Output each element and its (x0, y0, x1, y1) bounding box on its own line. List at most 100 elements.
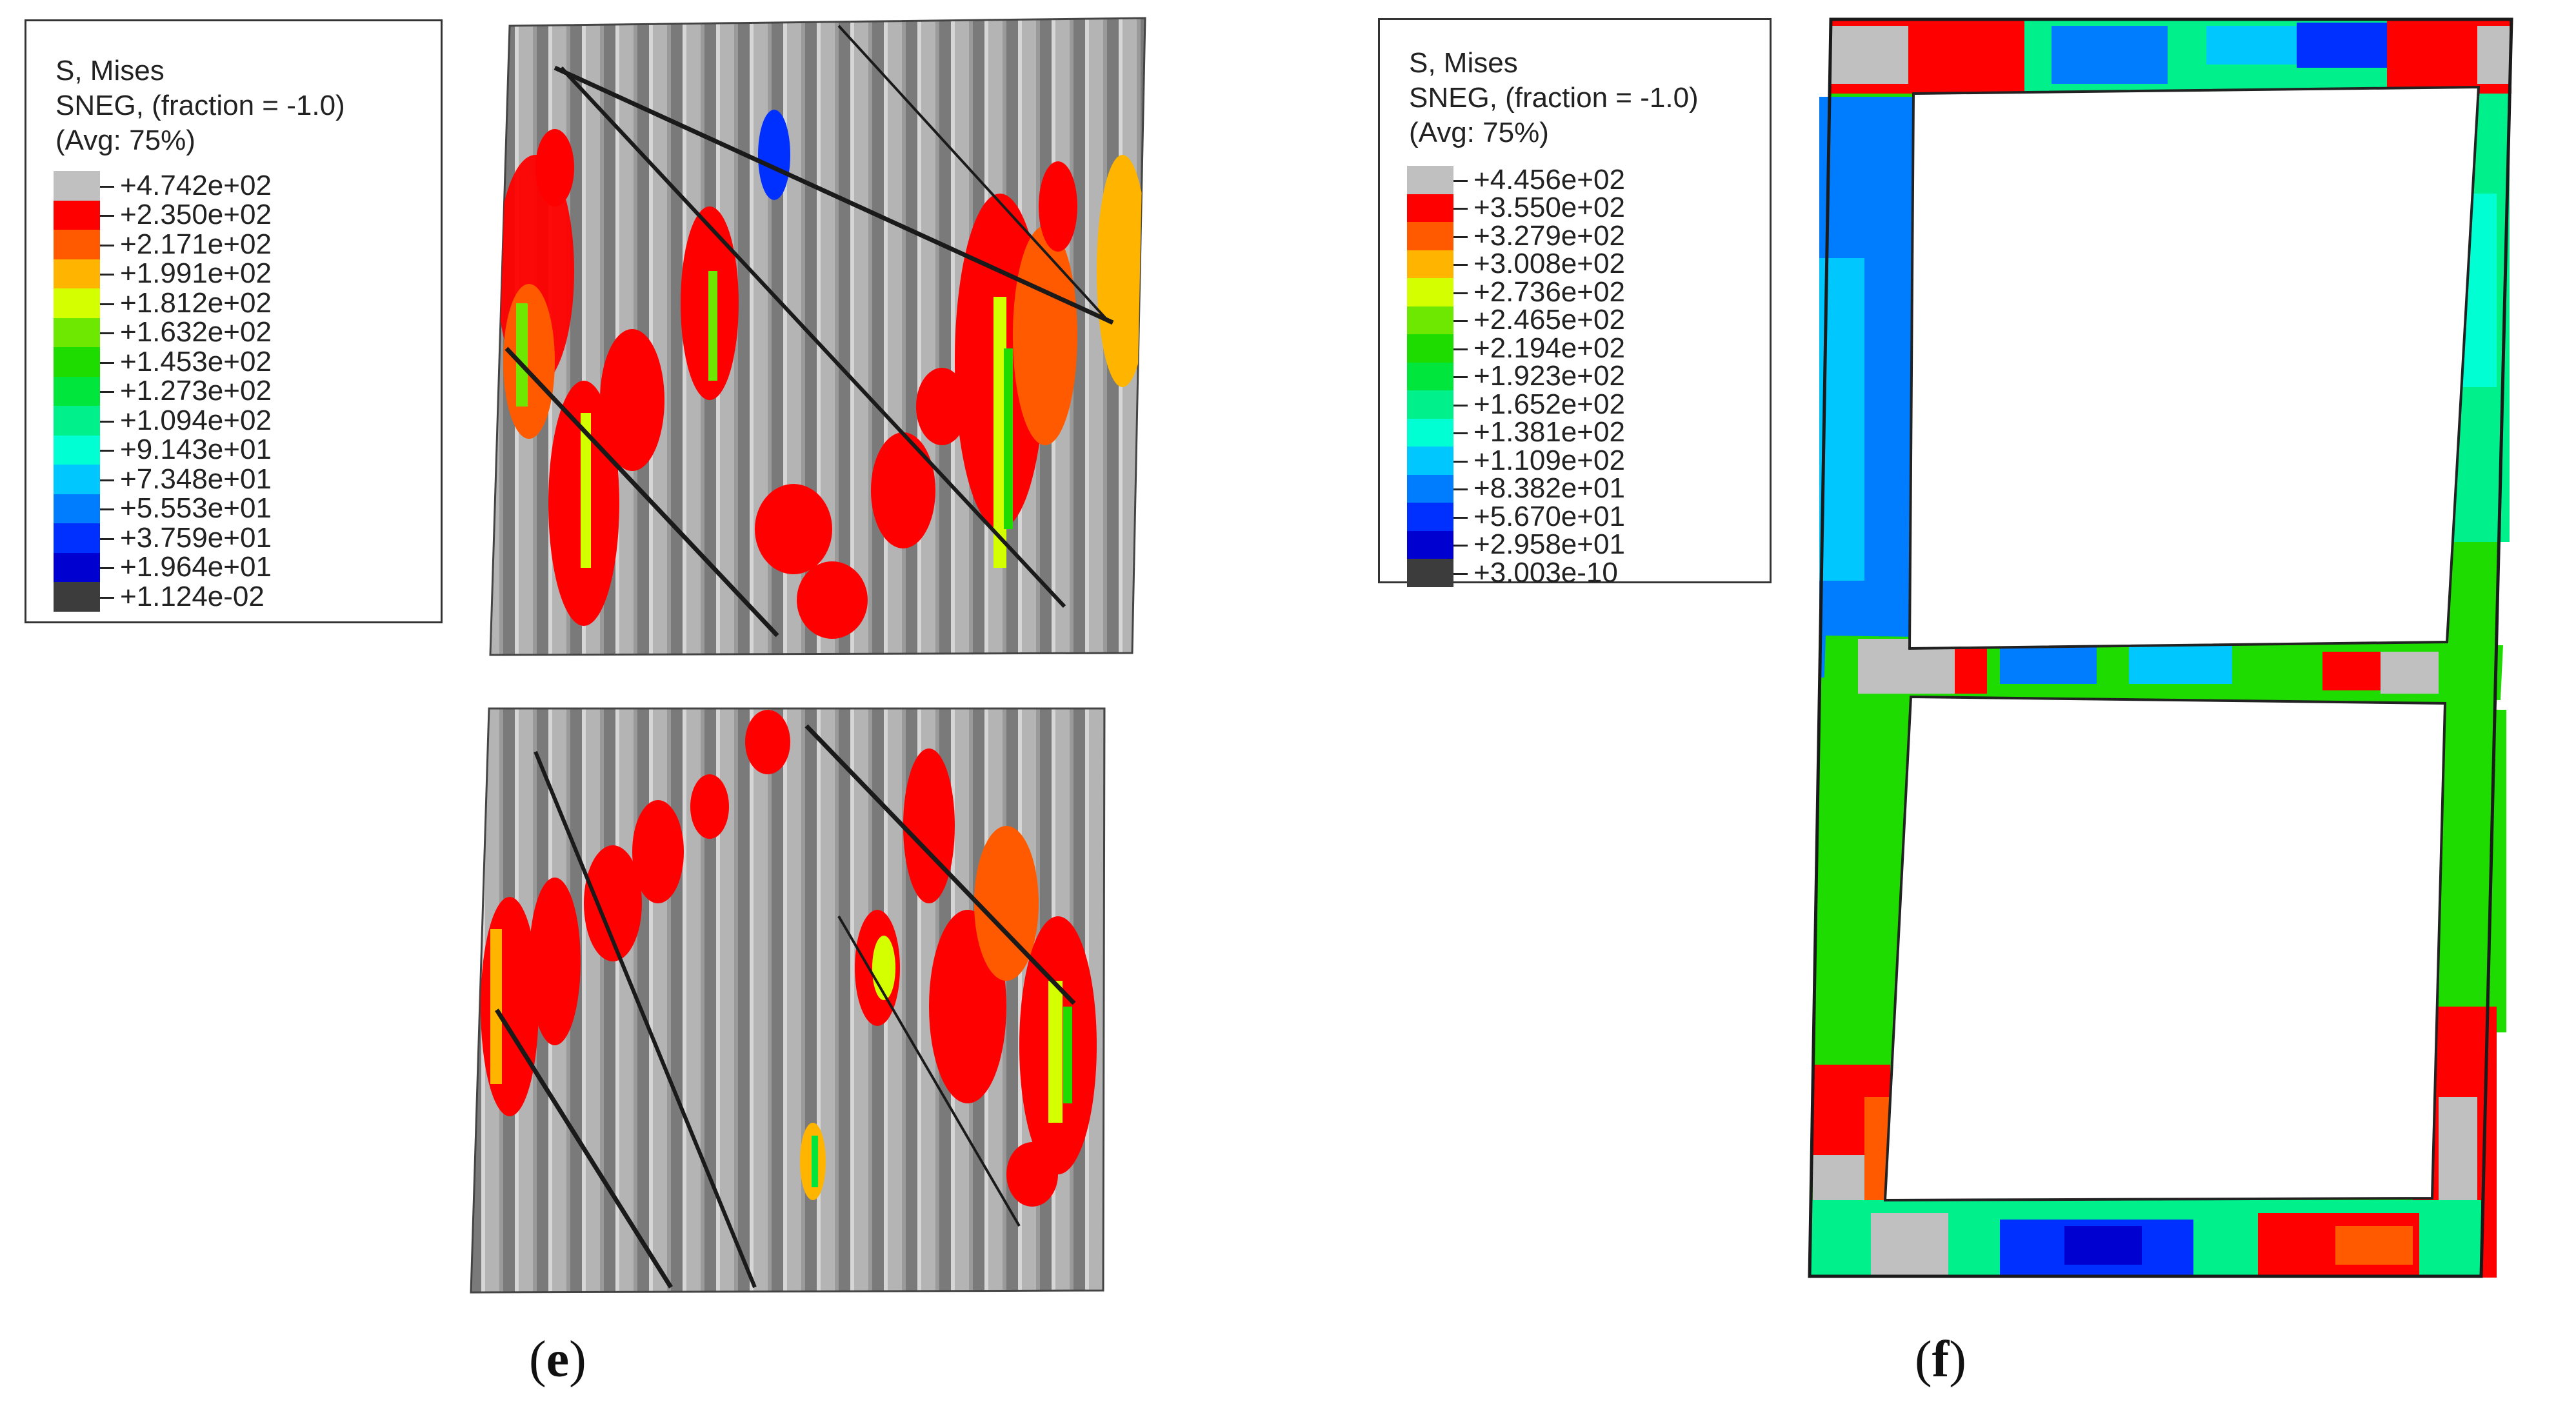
legend-swatch (54, 171, 100, 201)
caption-e: (e) (529, 1331, 586, 1389)
legend-tick (100, 420, 114, 423)
legend-tick (100, 244, 114, 246)
legend-swatch (1407, 362, 1453, 390)
legend-value: +2.350e+02 (120, 199, 272, 231)
legend-swatch (1407, 250, 1453, 278)
legend-value: +3.759e+01 (120, 521, 272, 554)
steel-frame (1808, 17, 2513, 1278)
legend-value: +2.736e+02 (1473, 276, 1625, 308)
legend-value: +1.652e+02 (1473, 388, 1625, 420)
stress-contours-bottom (481, 710, 1097, 1207)
legend-swatch (1407, 278, 1453, 306)
legend-value: +1.453e+02 (120, 345, 272, 377)
legend-swatch (54, 230, 100, 259)
legend-value: +8.382e+01 (1473, 472, 1625, 505)
legend-tick (1453, 404, 1468, 407)
legend-value: +5.670e+01 (1473, 500, 1625, 532)
legend-f: S, Mises SNEG, (fraction = -1.0) (Avg: 7… (1378, 18, 1772, 587)
legend-swatch (1407, 222, 1453, 250)
legend-value: +1.812e+02 (120, 286, 272, 319)
legend-swatch (1407, 418, 1453, 447)
legend-tick (1453, 432, 1468, 435)
legend-swatch (1407, 530, 1453, 559)
legend-tick (1453, 572, 1468, 575)
legend-value: +1.923e+02 (1473, 360, 1625, 392)
legend-swatch (1407, 334, 1453, 363)
legend-tick (100, 215, 114, 217)
legend-value: +1.632e+02 (120, 316, 272, 348)
legend-value: +1.991e+02 (120, 257, 272, 290)
legend-value: +3.550e+02 (1473, 192, 1625, 224)
legend-swatch (1407, 166, 1453, 194)
legend-value: +1.964e+01 (120, 551, 272, 583)
legend-tick (100, 274, 114, 276)
legend-f-avg: (Avg: 75%) (1409, 117, 1549, 148)
legend-e-subtitle: SNEG, (fraction = -1.0) (55, 90, 345, 121)
legend-value: +3.279e+02 (1473, 219, 1625, 252)
caption-f-letter: f (1932, 1331, 1950, 1388)
caption-f-close: ) (1949, 1331, 1966, 1388)
legend-swatch (1407, 390, 1453, 419)
legend-f-subtitle: SNEG, (fraction = -1.0) (1409, 82, 1699, 114)
legend-swatch (1407, 306, 1453, 334)
legend-value: +3.003e-10 (1473, 556, 1618, 588)
legend-value: +1.109e+02 (1473, 444, 1625, 476)
legend-tick (100, 450, 114, 452)
legend-value: +4.456e+02 (1473, 163, 1625, 196)
legend-e-avg: (Avg: 75%) (55, 125, 195, 156)
legend-value: +9.143e+01 (120, 434, 272, 466)
caption-e-open: ( (529, 1331, 546, 1388)
legend-swatch (54, 317, 100, 347)
legend-swatch (1407, 474, 1453, 503)
legend-value: +1.124e-02 (120, 580, 265, 612)
legend-tick (1453, 460, 1468, 463)
caption-f-open: ( (1915, 1331, 1932, 1388)
legend-tick (1453, 320, 1468, 323)
legend-swatch (54, 376, 100, 406)
legend-tick (100, 537, 114, 540)
legend-swatch (54, 582, 100, 612)
legend-tick (1453, 348, 1468, 350)
legend-value: +2.465e+02 (1473, 304, 1625, 336)
legend-value: +2.194e+02 (1473, 332, 1625, 364)
legend-value: +2.958e+01 (1473, 528, 1625, 561)
legend-tick (100, 391, 114, 394)
legend-swatch (54, 435, 100, 465)
legend-f-title: S, Mises (1409, 47, 1518, 79)
legend-tick (100, 596, 114, 599)
legend-tick (1453, 516, 1468, 519)
legend-swatch (54, 406, 100, 436)
legend-swatch (54, 552, 100, 582)
legend-value: +1.094e+02 (120, 404, 272, 436)
legend-swatch (54, 347, 100, 377)
legend-e: S, Mises SNEG, (fraction = -1.0) (Avg: 7… (25, 19, 443, 623)
legend-swatch (54, 259, 100, 288)
legend-tick (1453, 264, 1468, 266)
legend-tick (100, 479, 114, 481)
legend-tick (1453, 179, 1468, 182)
legend-value: +4.742e+02 (120, 169, 272, 201)
legend-e-title: S, Mises (55, 55, 165, 86)
legend-swatch (1407, 503, 1453, 531)
caption-e-letter: e (546, 1331, 570, 1388)
legend-value: +7.348e+01 (120, 463, 272, 495)
legend-tick (100, 508, 114, 511)
legend-value: +3.008e+02 (1473, 248, 1625, 280)
legend-swatch (1407, 194, 1453, 222)
legend-tick (100, 185, 114, 188)
legend-value: +2.171e+02 (120, 228, 272, 260)
legend-value: +1.381e+02 (1473, 416, 1625, 448)
legend-swatch (1407, 447, 1453, 475)
legend-swatch (54, 200, 100, 230)
legend-tick (1453, 376, 1468, 379)
legend-swatch (54, 465, 100, 494)
legend-tick (1453, 236, 1468, 238)
legend-tick (1453, 292, 1468, 294)
legend-value: +5.553e+01 (120, 492, 272, 525)
legend-swatch (54, 494, 100, 523)
caption-f: (f) (1915, 1331, 1966, 1389)
legend-tick (100, 361, 114, 364)
stress-contours-top (497, 110, 1145, 639)
legend-tick (100, 567, 114, 570)
